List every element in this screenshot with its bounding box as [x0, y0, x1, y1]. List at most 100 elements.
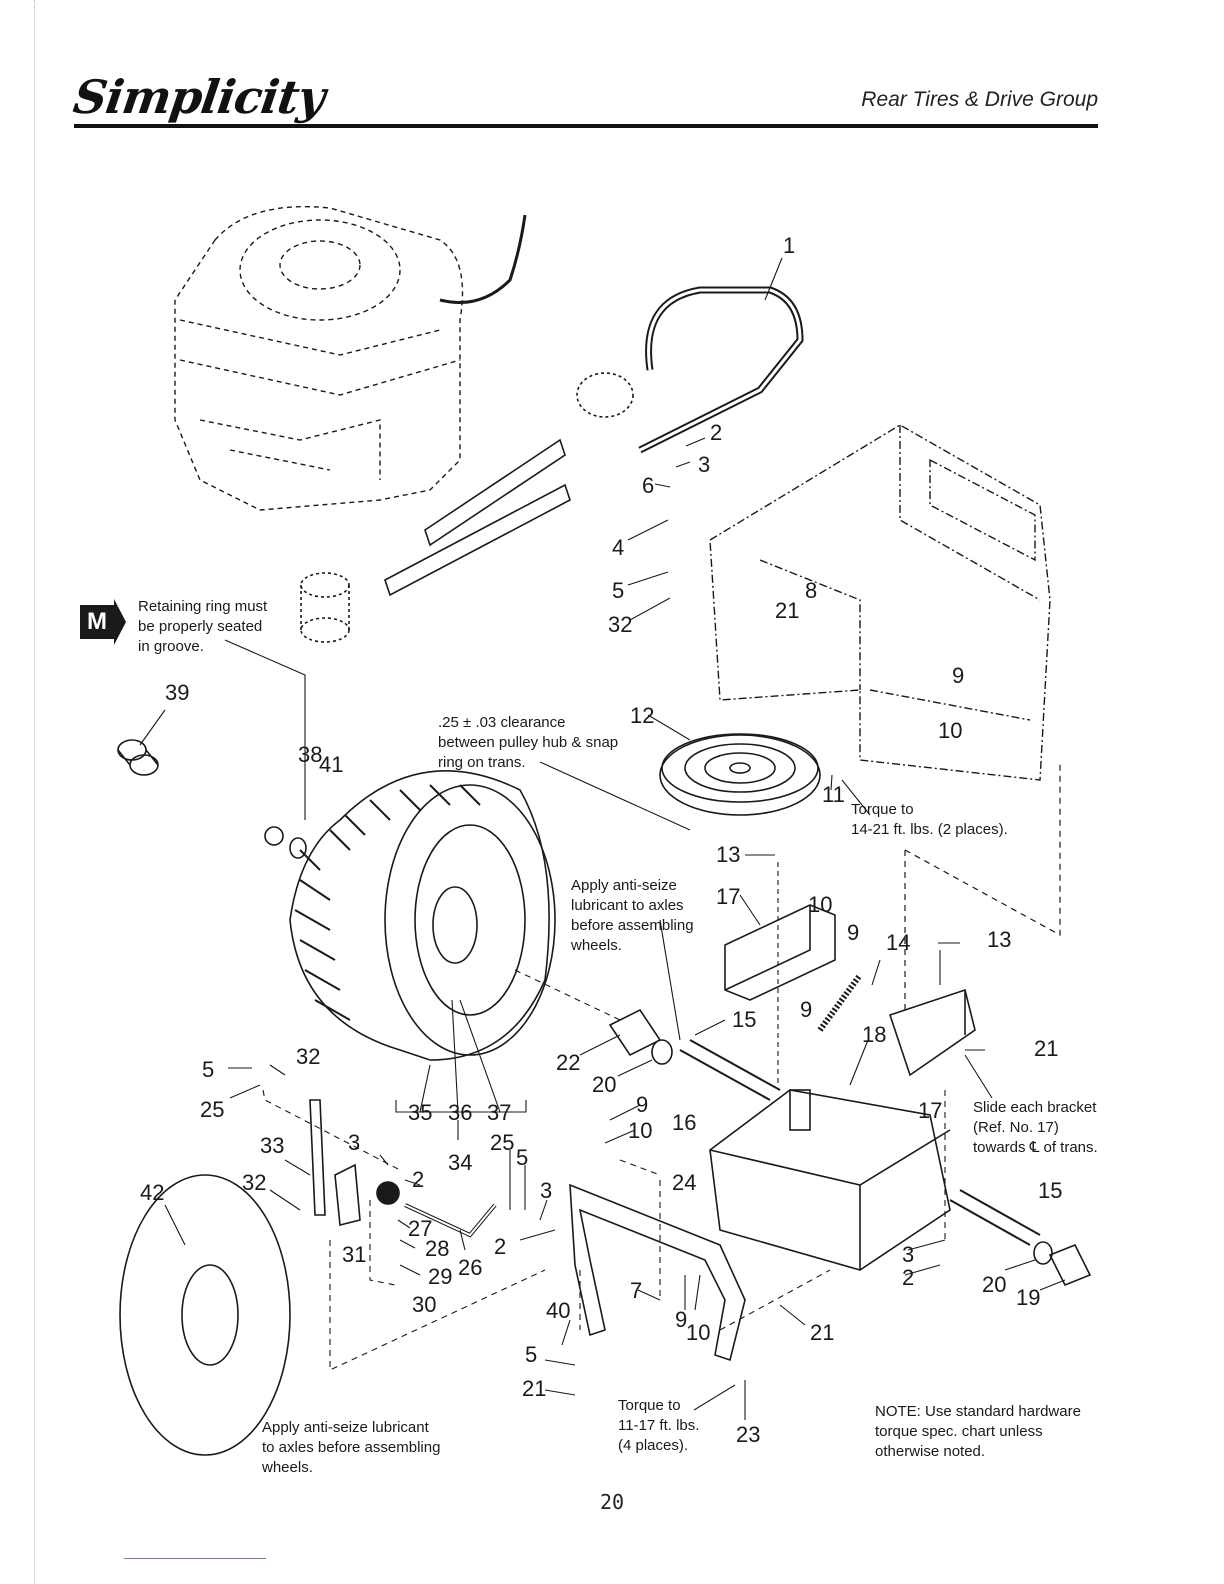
- left-axle-bracket: [724, 904, 836, 1001]
- left-axle: [679, 1039, 781, 1101]
- part-number: 9: [675, 1307, 687, 1332]
- retaining-ring-note: Retaining ring must be properly seated i…: [138, 598, 268, 655]
- exploded-parts-diagram: 1 2 3 6 4 5 32 8 21 9 10 12 11 13 17 10 …: [117, 205, 1092, 1456]
- hardware-torque-note: NOTE: Use standard hardware torque spec.…: [875, 1403, 1081, 1460]
- part-number: 17: [716, 884, 740, 909]
- part-number: 40: [546, 1298, 570, 1323]
- part-number: 11: [822, 782, 845, 807]
- chassis-frame: [709, 424, 1051, 781]
- wheel-hub: [432, 886, 478, 964]
- part-number: 25: [490, 1130, 514, 1155]
- knob: [376, 1181, 400, 1205]
- idler-pulley-dashed: [300, 572, 350, 643]
- lever-assembly: [309, 1099, 361, 1227]
- torque-11-17-note: Torque to 11-17 ft. lbs. (4 places).: [618, 1397, 700, 1454]
- assembly-lines: [262, 969, 946, 1371]
- part-number: 32: [608, 612, 632, 637]
- engine-cable: [439, 214, 527, 304]
- part-number: 5: [525, 1342, 537, 1367]
- part-number: 1: [783, 233, 795, 258]
- part-number: 41: [319, 752, 343, 777]
- spring: [817, 973, 863, 1032]
- part-number: 8: [805, 578, 817, 603]
- part-number: 2: [710, 420, 722, 445]
- section-title: Rear Tires & Drive Group: [861, 88, 1098, 111]
- part-number: 22: [556, 1050, 580, 1075]
- slide-bracket-note: Slide each bracket (Ref. No. 17) towards…: [973, 1099, 1098, 1156]
- part-number: 13: [987, 927, 1011, 952]
- part-number: 38: [298, 742, 322, 767]
- part-number: 29: [428, 1264, 452, 1289]
- leader-lines: [139, 257, 1066, 1420]
- part-number: 7: [630, 1278, 642, 1303]
- part-number: 5: [612, 578, 624, 603]
- part-number: 21: [522, 1376, 546, 1401]
- part-number: 34: [448, 1150, 472, 1175]
- part-number: 39: [165, 680, 189, 705]
- part-number: 2: [412, 1167, 424, 1192]
- part-number: 14: [886, 930, 910, 955]
- part-number: 18: [862, 1022, 886, 1047]
- part-number: 10: [686, 1320, 710, 1345]
- part-number: 5: [202, 1057, 214, 1082]
- inner-tube: [119, 1174, 291, 1456]
- part-number: 30: [412, 1292, 436, 1317]
- washer: [289, 837, 307, 859]
- right-axle: [949, 1189, 1041, 1246]
- part-number: 37: [487, 1100, 511, 1125]
- part-number: 3: [698, 452, 710, 477]
- part-number: 21: [775, 598, 799, 623]
- part-number: 32: [242, 1170, 266, 1195]
- part-number: 20: [982, 1272, 1006, 1297]
- part-number: 9: [847, 920, 859, 945]
- part-number: 17: [918, 1098, 942, 1123]
- part-number: 16: [672, 1110, 696, 1135]
- snap-ring: [264, 826, 284, 846]
- brand-logo: Simplicity: [70, 70, 328, 124]
- rear-tire: [289, 770, 556, 1061]
- transmission: [709, 1089, 951, 1271]
- torque-bracket: [569, 1183, 746, 1362]
- part-number: 33: [260, 1133, 284, 1158]
- part-number: 25: [200, 1097, 224, 1122]
- footer-rule: [124, 1558, 266, 1559]
- part-number: 31: [342, 1242, 366, 1267]
- part-number: 21: [1034, 1036, 1058, 1061]
- page-number: 20: [599, 1490, 625, 1514]
- right-axle-bracket: [888, 988, 976, 1077]
- part-number: 9: [952, 663, 964, 688]
- clearance-note: .25 ± .03 clearance between pulley hub &…: [438, 714, 619, 771]
- part-number: 2: [494, 1234, 506, 1259]
- part-number: 9: [636, 1092, 648, 1117]
- right-bushing: [1048, 1243, 1092, 1287]
- part-number: 20: [592, 1072, 616, 1097]
- frame-rails: [384, 438, 571, 597]
- part-number: 35: [408, 1100, 432, 1125]
- part-number: 28: [425, 1236, 449, 1261]
- part-number: 24: [672, 1170, 696, 1195]
- part-number: 42: [140, 1180, 164, 1205]
- part-number: 15: [732, 1007, 756, 1032]
- part-number: 27: [408, 1216, 432, 1241]
- part-number: 10: [808, 892, 832, 917]
- part-number: 19: [1016, 1285, 1040, 1310]
- part-number: 3: [540, 1178, 552, 1203]
- part-number: 10: [938, 718, 962, 743]
- scan-edge: [34, 0, 35, 1584]
- engine-pulley: [576, 372, 634, 418]
- bushing: [117, 739, 159, 776]
- part-number: 15: [1038, 1178, 1062, 1203]
- part-number: 12: [630, 703, 654, 728]
- right-washer: [1033, 1241, 1053, 1265]
- part-number: 2: [902, 1265, 914, 1290]
- wheel-rim: [414, 824, 526, 1016]
- part-number: 10: [628, 1118, 652, 1143]
- part-number: 32: [296, 1044, 320, 1069]
- part-number: 36: [448, 1100, 472, 1125]
- part-number-labels: 1 2 3 6 4 5 32 8 21 9 10 12 11 13 17 10 …: [140, 233, 1062, 1447]
- part-number: 3: [902, 1242, 914, 1267]
- engine: [174, 205, 464, 511]
- part-number: 26: [458, 1255, 482, 1280]
- part-number: 3: [348, 1130, 360, 1155]
- maintenance-badge: M: [80, 599, 126, 645]
